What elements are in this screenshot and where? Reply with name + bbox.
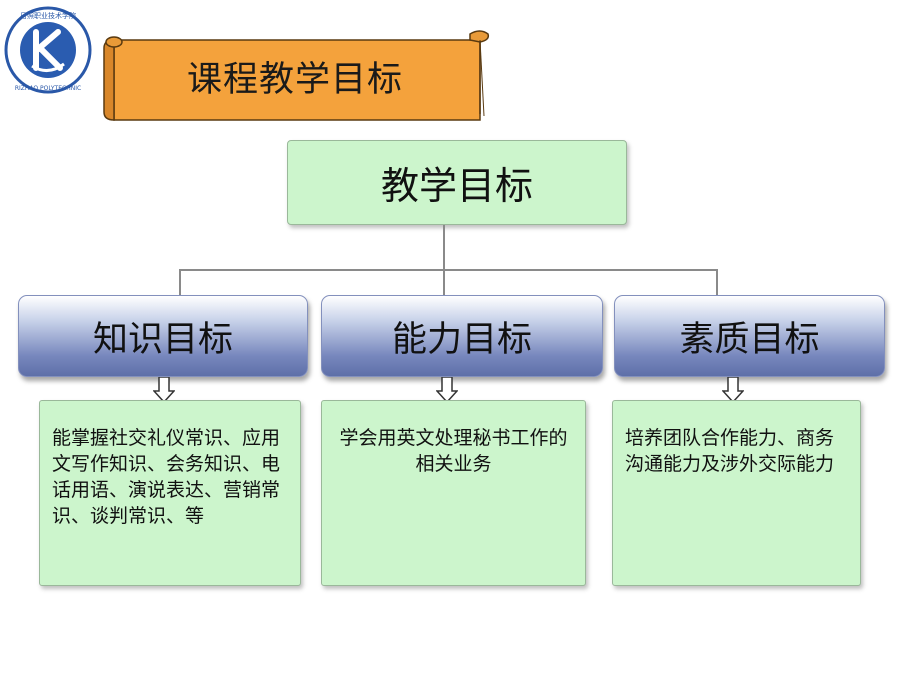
category-knowledge: 知识目标: [18, 295, 308, 377]
category-quality: 素质目标: [614, 295, 885, 377]
banner-title: 课程教学目标: [186, 59, 403, 100]
root-node: 教学目标: [287, 140, 627, 225]
connector-root-down: [443, 225, 445, 270]
down-arrow-icon: [722, 377, 744, 403]
school-logo: 日照职业技术学院 RIZHAO POLYTECHNIC: [4, 6, 92, 94]
detail-ability: 学会用英文处理秘书工作的相关业务: [321, 400, 586, 586]
connector-left-down: [179, 269, 181, 296]
connector-mid-down: [443, 269, 445, 296]
title-banner: [103, 30, 490, 121]
category-ability: 能力目标: [321, 295, 603, 377]
svg-text:RIZHAO POLYTECHNIC: RIZHAO POLYTECHNIC: [15, 85, 81, 92]
svg-text:日照职业技术学院: 日照职业技术学院: [20, 11, 76, 20]
detail-quality: 培养团队合作能力、商务沟通能力及涉外交际能力: [612, 400, 861, 586]
down-arrow-icon: [436, 377, 458, 403]
connector-right-down: [716, 269, 718, 296]
down-arrow-icon: [153, 377, 175, 403]
detail-knowledge: 能掌握社交礼仪常识、应用文写作知识、会务知识、电话用语、演说表达、营销常识、谈判…: [39, 400, 301, 586]
connector-horizontal: [179, 269, 717, 271]
